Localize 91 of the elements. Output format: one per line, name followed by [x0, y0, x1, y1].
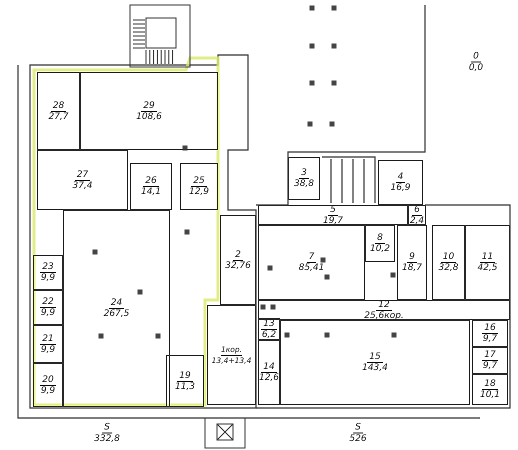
room-number: 14 [261, 362, 277, 373]
room-number: 19 [177, 370, 193, 382]
room-number: 6 [412, 204, 422, 216]
room-number: 27 [74, 170, 90, 180]
room-outline [33, 290, 63, 325]
room-number: 8 [375, 233, 385, 244]
room-number: 23 [40, 262, 56, 273]
room-number: 7 [306, 252, 316, 263]
room-number: 9 [407, 252, 417, 263]
room-area: 108,6 [136, 112, 162, 122]
room-outline [63, 210, 170, 407]
room-outline [80, 72, 218, 150]
room-number: 16 [482, 323, 498, 334]
room-number: 22 [40, 297, 56, 308]
room-number: 10 [440, 252, 456, 263]
room-area: 37,4 [72, 180, 93, 190]
room-number: 13 [261, 318, 277, 330]
room-area: 27,7 [48, 112, 69, 122]
room-number: 5 [328, 204, 338, 216]
room-number: 25 [191, 176, 207, 187]
room-area: 12,9 [188, 187, 210, 197]
room-area: 25,6кор. [364, 310, 404, 320]
room-outline [280, 320, 470, 405]
room-number: 15 [367, 352, 383, 363]
room-outline [378, 160, 423, 205]
room-area: 9,9 [40, 344, 56, 354]
room-area: 38,8 [294, 179, 314, 189]
room-area: 14,1 [140, 187, 162, 197]
room-outline [365, 225, 395, 262]
room-outline [258, 318, 280, 340]
room-area: 9,9 [40, 386, 56, 396]
room-number: 4 [396, 172, 406, 183]
room-area: 18,7 [402, 263, 422, 273]
room-area: 10,2 [370, 244, 390, 254]
room-area: 9,9 [40, 308, 56, 318]
room-number: 21 [40, 334, 56, 344]
room-area: 2,4 [410, 216, 424, 226]
room-number: 12 [376, 300, 392, 310]
room-outline [180, 163, 218, 210]
room-number: 26 [143, 176, 159, 187]
room-area: 19,7 [322, 216, 344, 226]
room-area: 9,9 [40, 273, 56, 283]
room-outline [258, 340, 280, 405]
room-area: 85,41 [298, 263, 324, 273]
room-number: 3 [299, 168, 309, 179]
room-outline [258, 205, 408, 225]
room-outline [472, 320, 508, 347]
zone-number: S [102, 422, 112, 434]
room-outline [472, 347, 508, 374]
room-outline [33, 363, 63, 407]
room-outline [472, 374, 508, 405]
zone-number: 0 [471, 52, 481, 62]
room-outline [258, 225, 365, 300]
zone-area: 526 [349, 434, 367, 444]
room-outline [207, 305, 256, 405]
room-outline [37, 72, 80, 150]
room-area: 16,9 [390, 183, 411, 193]
room-outline [33, 255, 63, 290]
room-area: 6,2 [262, 330, 276, 340]
room-area: 9,7 [482, 334, 498, 344]
room-number: 11 [480, 252, 496, 263]
room-area: 267,5 [104, 309, 130, 319]
room-number: 20 [40, 374, 56, 386]
room-outline [166, 355, 204, 407]
room-area: 9,7 [482, 361, 498, 371]
room-number: 29 [141, 100, 157, 112]
room-number: 2 [233, 250, 243, 260]
zone-area: 0,0 [468, 63, 484, 73]
room-outline [220, 215, 256, 305]
room-outline [258, 300, 510, 320]
room-outline [465, 225, 510, 300]
room-outline [130, 163, 172, 210]
room-number: 24 [108, 298, 124, 309]
room-area: 32,76 [225, 260, 251, 270]
room-area: 10,1 [480, 390, 500, 400]
room-outline [37, 150, 128, 210]
room-number: 28 [50, 100, 66, 112]
room-number: 17 [482, 350, 498, 361]
zone-area: 332,8 [94, 434, 120, 444]
room-area: 32,8 [438, 263, 459, 273]
room-outline [33, 325, 63, 363]
room-number: 18 [482, 379, 498, 390]
room-outline [397, 225, 427, 300]
room-area: 12,6 [258, 373, 280, 383]
room-outline [408, 205, 426, 225]
zone-number: S [353, 422, 363, 434]
room-outline [432, 225, 465, 300]
room-area: 143,4 [362, 363, 388, 373]
room-outline [288, 157, 320, 200]
room-area: 11,3 [174, 382, 196, 392]
room-area: 42,5 [477, 263, 498, 273]
